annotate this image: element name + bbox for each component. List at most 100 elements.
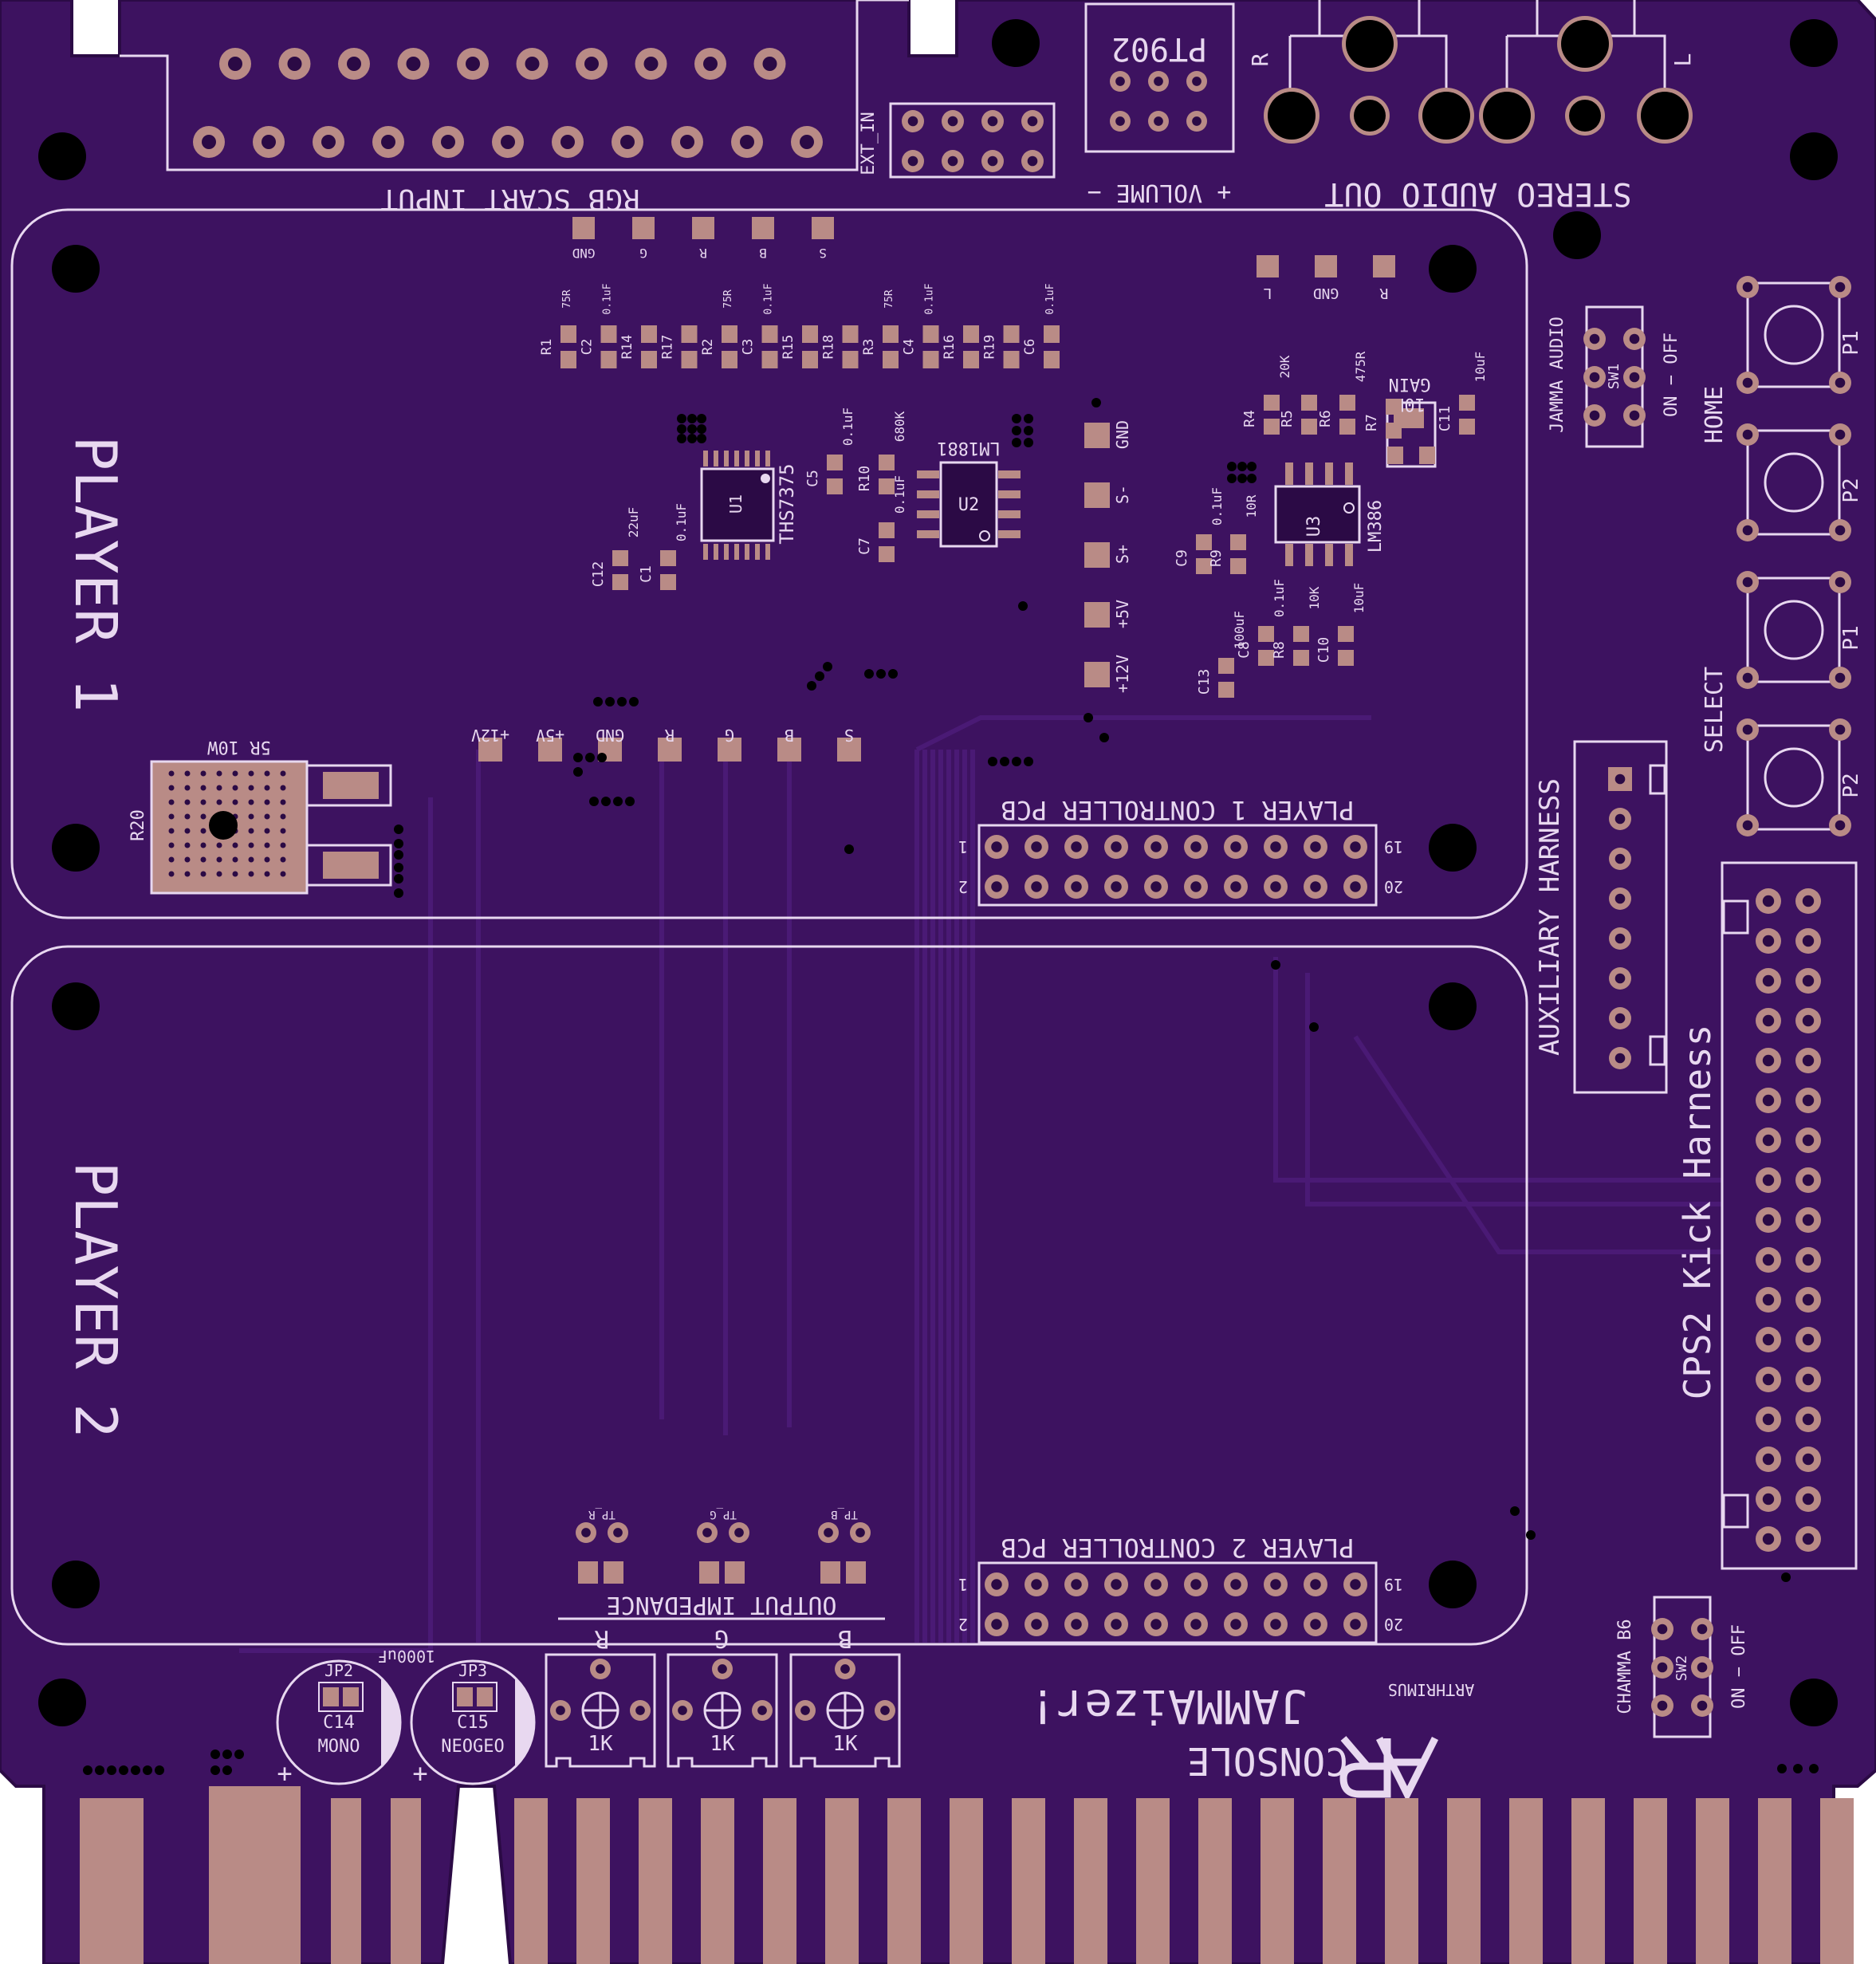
part-value: 680K: [892, 411, 907, 442]
aux-pin-drill: [1614, 973, 1626, 984]
cps2-pin-drill: [1802, 1413, 1815, 1426]
edge-finger: [1136, 1798, 1170, 1964]
part-ref: R1: [539, 339, 555, 355]
switch-pin-drill: [1697, 1662, 1708, 1673]
power-pad-label: +12V: [471, 726, 509, 745]
ic-pin: [1285, 462, 1293, 485]
r20-dot: [248, 813, 254, 820]
aux-label: AUXILIARY HARNESS: [1534, 778, 1566, 1056]
ext-in-pin-drill: [907, 155, 918, 167]
ic-pin: [998, 490, 1021, 498]
test-point-drill: [702, 1528, 712, 1537]
smd-pad: [842, 325, 859, 343]
tp-label: TP_G: [710, 1508, 737, 1521]
c15-capacitor: [410, 1659, 536, 1785]
smd-pad: [827, 455, 843, 470]
scart-pin-drill: [466, 57, 480, 71]
r20-dot: [232, 871, 238, 877]
button-pin-drill: [1742, 281, 1753, 293]
cps2-pin-drill: [1802, 1094, 1815, 1107]
imp-pad: [846, 1561, 866, 1584]
header-pin-drill: [1270, 841, 1281, 852]
ic-pin: [714, 451, 718, 466]
via: [210, 1749, 220, 1759]
c15-plus: +: [412, 1758, 427, 1789]
r20-dot: [248, 799, 254, 805]
via: [1024, 414, 1033, 423]
via: [823, 662, 832, 671]
via: [1024, 757, 1033, 766]
smd-pad: [879, 478, 895, 494]
btn-p2-a: P2: [1839, 478, 1863, 502]
power-pad: [777, 738, 801, 762]
r20-dot: [232, 842, 238, 848]
header-pin-drill: [1230, 1579, 1241, 1590]
smd-pad: [963, 325, 979, 343]
player2-label: PLAYER 2: [62, 1162, 129, 1439]
edge-finger: [391, 1798, 421, 1964]
trimpot-value: 1K: [832, 1732, 858, 1756]
cps2-pin-drill: [1762, 1293, 1775, 1306]
button-pin-drill: [1742, 429, 1753, 440]
via: [394, 874, 403, 884]
smd-pad: [612, 574, 628, 590]
header-pin-drill: [991, 841, 1002, 852]
part-value: 475R: [1353, 351, 1368, 382]
header-pin-drill: [1350, 841, 1361, 852]
ic-pin: [703, 544, 708, 560]
ic-pin: [1345, 462, 1353, 485]
smd-pad: [1003, 351, 1020, 368]
cps2-pin-drill: [1802, 1014, 1815, 1027]
r20-dot: [264, 828, 270, 834]
aux-pin-drill: [1614, 893, 1626, 904]
ar-logo: [1339, 1736, 1439, 1803]
r20-dot: [184, 842, 191, 848]
part-value: 22uF: [626, 507, 641, 538]
edge-finger: [514, 1798, 548, 1964]
trimpot-value: 1K: [588, 1732, 613, 1756]
r20-dot: [168, 785, 175, 791]
smd-pad: [1339, 419, 1355, 435]
via: [1018, 601, 1028, 611]
part-ref: C2: [580, 339, 596, 355]
c14-capacitor: [276, 1659, 402, 1785]
power-pad-label: +5V: [536, 726, 564, 745]
edge-finger: [209, 1786, 301, 1964]
ic-pin: [917, 470, 939, 478]
ic-pin: [1305, 462, 1313, 485]
header-pin-drill: [1031, 1619, 1042, 1630]
header-pin-drill: [1111, 1619, 1122, 1630]
scart-pin-drill: [321, 135, 336, 149]
header-pin-drill: [1310, 1619, 1321, 1630]
part-ref: R18: [821, 335, 837, 360]
smd-pad: [722, 325, 737, 343]
part-ref: R14: [619, 335, 635, 360]
via: [222, 1765, 232, 1775]
test-point-drill: [734, 1528, 744, 1537]
r20-dot: [232, 770, 238, 777]
r20-dot: [168, 770, 175, 777]
imp-pad: [604, 1561, 623, 1584]
button-pin-drill: [1835, 525, 1846, 536]
via: [697, 414, 706, 423]
p2-pin1: 1: [958, 1575, 968, 1594]
ic-pin: [1325, 462, 1333, 485]
ic-pin: [703, 451, 708, 466]
smd-pad: [1196, 534, 1212, 550]
sw1-on-off: ON − OFF: [1662, 333, 1681, 417]
p2-header-outline: [977, 1561, 1378, 1644]
part-value: 75R: [722, 289, 734, 309]
imp-r-label: R: [594, 1624, 609, 1652]
p2-pin20: 20: [1384, 1615, 1403, 1634]
aux-pin-drill: [1614, 853, 1626, 864]
via: [1237, 462, 1247, 471]
mono-label: MONO: [318, 1737, 360, 1757]
pt902-pin-drill: [1154, 116, 1163, 126]
r20-dot: [168, 828, 175, 834]
smd-pad: [681, 351, 698, 368]
via: [1084, 713, 1093, 722]
scart-pin-drill: [347, 57, 361, 71]
button-pin-drill: [1742, 820, 1753, 831]
